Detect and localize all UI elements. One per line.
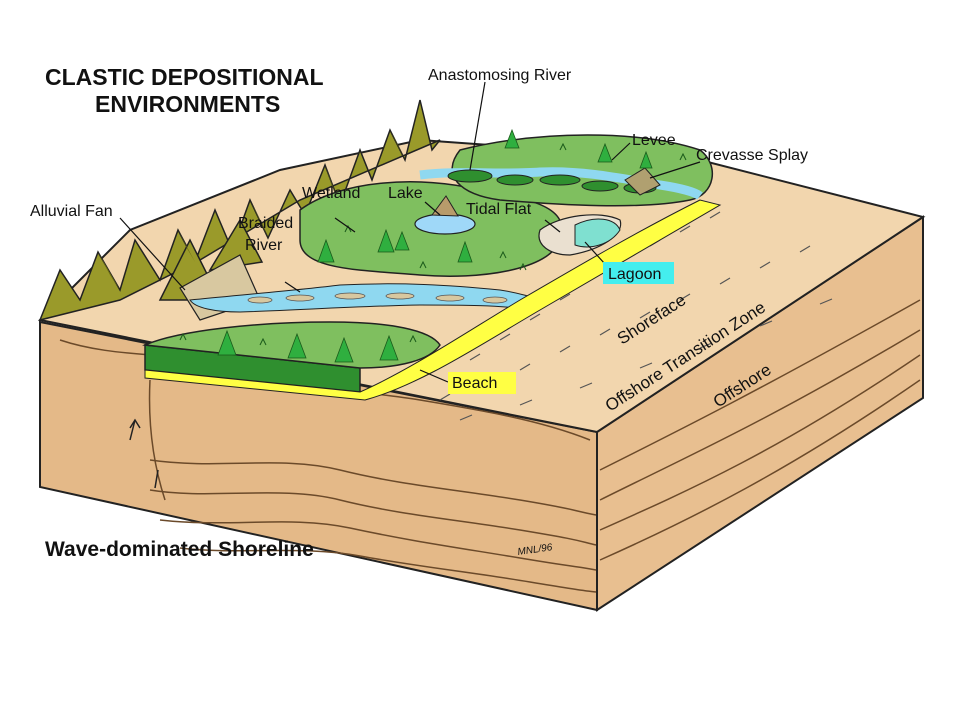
title-line-2: ENVIRONMENTS xyxy=(95,91,280,117)
beach-highlight xyxy=(448,372,516,394)
trees xyxy=(217,128,653,363)
label-crevasse-splay: Crevasse Splay xyxy=(696,147,808,164)
label-levee: Levee xyxy=(632,132,676,149)
label-braided-1: Braided xyxy=(238,215,293,232)
title-line-1: CLASTIC DEPOSITIONAL xyxy=(45,64,324,90)
label-tidal-flat: Tidal Flat xyxy=(466,201,532,218)
label-braided-2: River xyxy=(245,237,283,254)
lake-delta xyxy=(431,195,459,217)
label-alluvial-fan: Alluvial Fan xyxy=(30,203,113,220)
lagoon-water xyxy=(574,218,621,248)
label-anastomosing-river: Anastomosing River xyxy=(428,67,572,84)
subtitle: Wave-dominated Shoreline xyxy=(45,538,314,561)
grass-tufts xyxy=(179,142,687,346)
beach-strip xyxy=(144,199,722,401)
leader-lines xyxy=(119,81,701,383)
label-beach: Beach xyxy=(452,375,497,392)
braided-river-bars xyxy=(247,292,508,304)
lagoon-highlight xyxy=(603,262,674,284)
fault-arrows xyxy=(129,418,159,489)
label-lake: Lake xyxy=(388,185,423,202)
crevasse-splay xyxy=(624,167,661,196)
artist-signature: MNL/96 xyxy=(517,542,554,558)
label-lagoon: Lagoon xyxy=(608,266,661,283)
label-wetland: Wetland xyxy=(302,185,360,202)
